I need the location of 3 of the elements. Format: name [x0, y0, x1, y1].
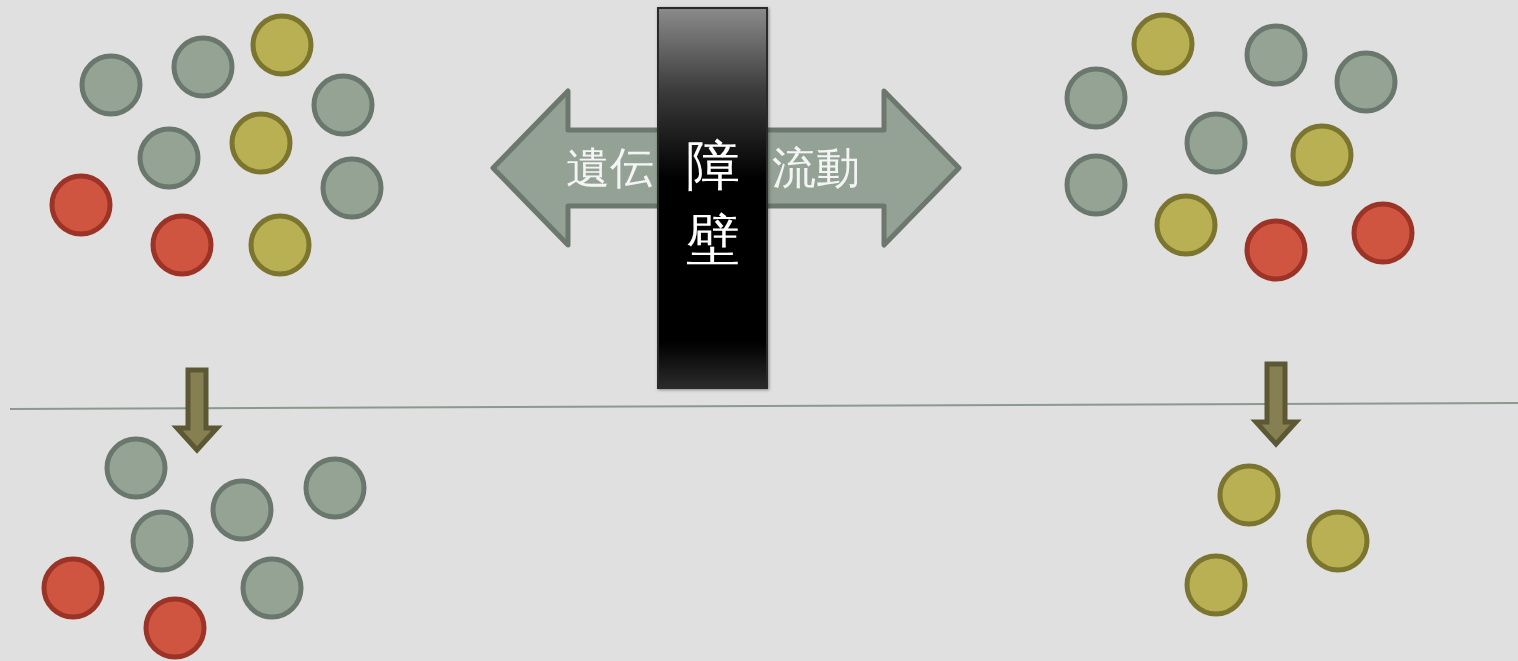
arrow-label: 遺伝	[566, 142, 654, 194]
arrow-label: 流動	[772, 142, 860, 194]
barrier-bar: 障壁	[657, 7, 768, 389]
